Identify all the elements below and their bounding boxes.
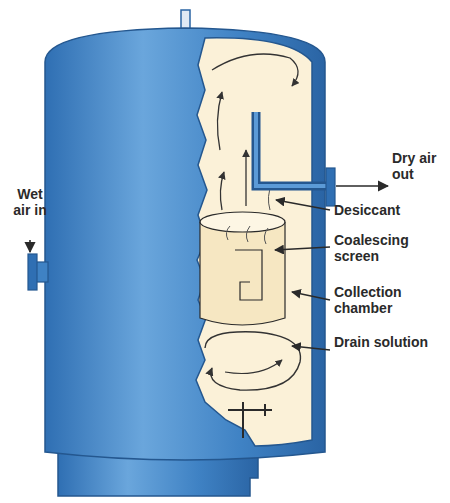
inlet-pipe xyxy=(36,262,48,282)
outlet-pipe xyxy=(256,112,326,186)
inlet-flange xyxy=(28,254,37,290)
part-label: Desiccant xyxy=(334,202,444,218)
leader-line xyxy=(276,200,330,210)
part-label: Wet air in xyxy=(8,186,52,218)
leader-line xyxy=(292,346,330,350)
coalescing-screen xyxy=(200,222,285,325)
part-label: Collection chamber xyxy=(334,284,434,316)
drain-valve xyxy=(228,402,272,438)
part-label: Drain solution xyxy=(334,334,434,350)
part-label: Coalescing screen xyxy=(334,232,434,264)
outlet-flange xyxy=(326,168,335,206)
tank-shell xyxy=(45,28,325,460)
cutaway-interior xyxy=(196,38,312,446)
part-label: Dry air out xyxy=(392,150,442,182)
leader-line xyxy=(292,292,330,300)
leader-line xyxy=(275,247,330,250)
